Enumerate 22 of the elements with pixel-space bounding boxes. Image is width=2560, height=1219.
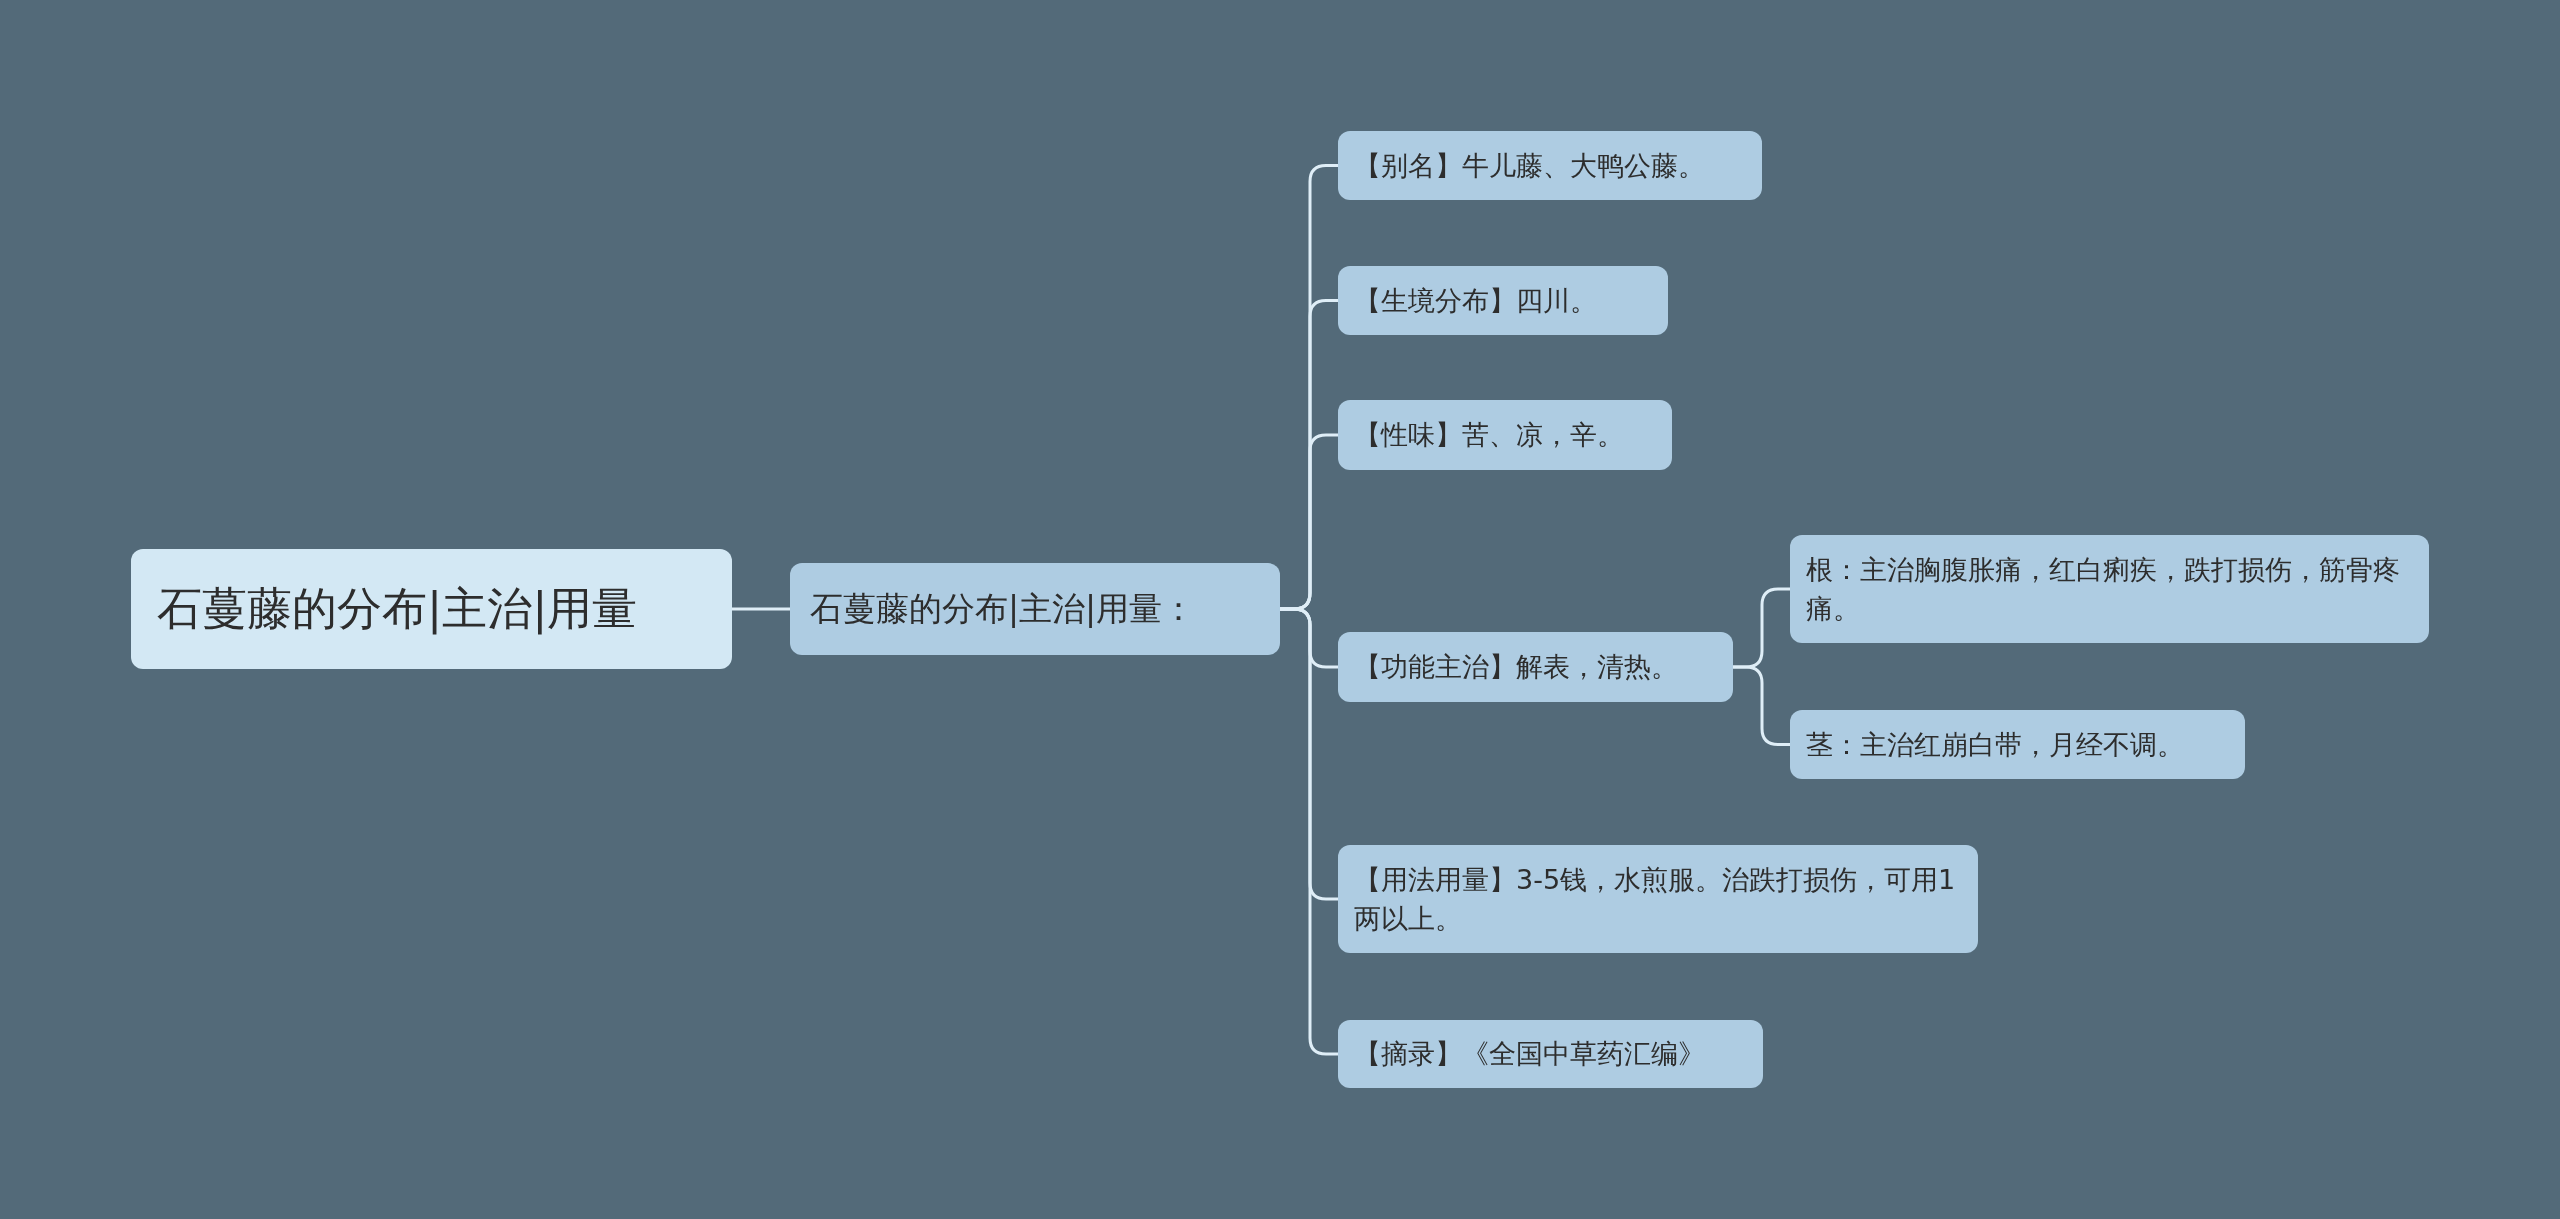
topic-text: 【别名】牛儿藤、大鸭公藤。 bbox=[1354, 148, 1705, 183]
subtopic-box bbox=[1338, 266, 1668, 335]
topic-text: 石蔓藤的分布|主治|用量 bbox=[157, 581, 638, 638]
topic-text: 根：主治胸腹胀痛，红白痢疾，跌打损伤，筋骨疼痛。 bbox=[1806, 552, 2401, 626]
topic-text: 【摘录】《全国中草药汇编》 bbox=[1354, 1037, 1705, 1072]
topic-text: 【功能主治】解表，清热。 bbox=[1354, 650, 1678, 685]
root-topic bbox=[131, 549, 732, 669]
subtopic-box bbox=[1338, 632, 1733, 702]
subtopic-box bbox=[1338, 131, 1762, 200]
topic-text: 【性味】苦、凉，辛。 bbox=[1354, 418, 1624, 453]
subtopic-box bbox=[1338, 1020, 1763, 1088]
topic-text: 茎：主治红崩白带，月经不调。 bbox=[1806, 727, 2184, 762]
subtopic-box bbox=[1338, 400, 1672, 470]
topic-text: 【用法用量】3-5钱，水煎服。治跌打损伤，可用1两以上。 bbox=[1354, 862, 1957, 936]
subtopic-box bbox=[1790, 535, 2429, 643]
topic-text: 石蔓藤的分布|主治|用量： bbox=[810, 588, 1196, 631]
topic-text: 【生境分布】四川。 bbox=[1354, 283, 1597, 318]
connector-line bbox=[1280, 607, 1338, 1056]
subtopic-box bbox=[1790, 710, 2245, 779]
connector-line bbox=[732, 607, 790, 611]
topic-box bbox=[790, 563, 1280, 655]
subtopic-box bbox=[1338, 845, 1978, 953]
